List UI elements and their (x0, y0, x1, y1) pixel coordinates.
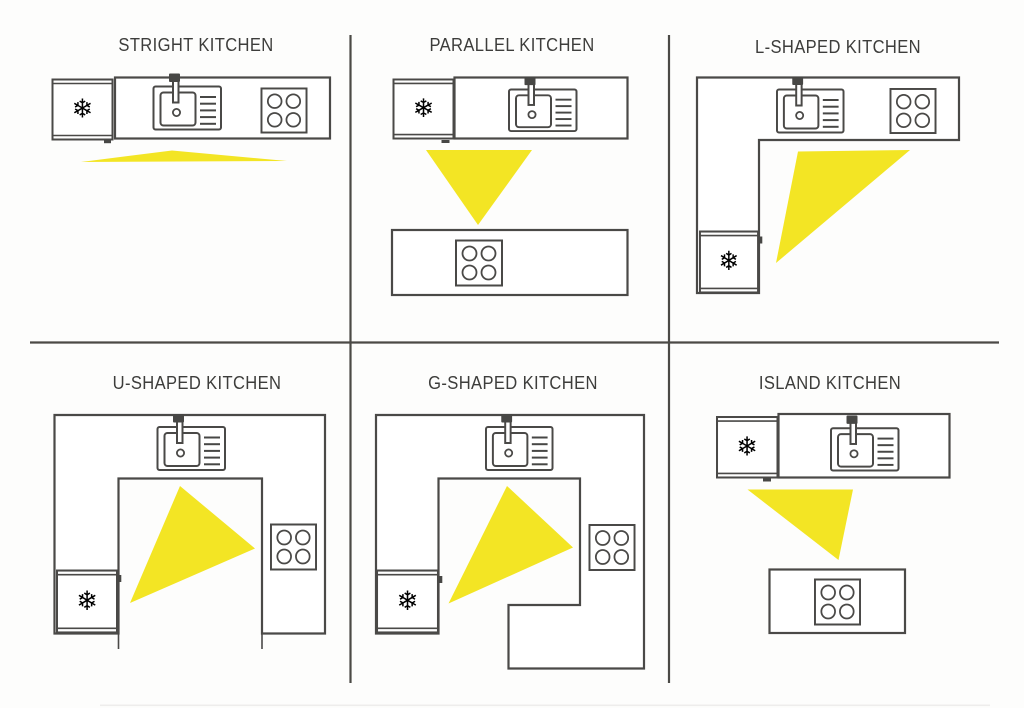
refrigerator-handle (758, 236, 763, 244)
refrigerator-handle (438, 576, 443, 583)
refrigerator (699, 230, 759, 294)
counter-bottom-run (390, 228, 629, 297)
panel-l-shaped-kitchen (695, 75, 961, 295)
refrigerator-handle (763, 478, 771, 482)
counter (53, 413, 327, 635)
refrigerator (376, 569, 439, 634)
refrigerator-handle (441, 140, 450, 143)
work-triangle (130, 486, 255, 603)
refrigerator (51, 78, 114, 141)
cooktop (260, 87, 308, 134)
cooktop (814, 578, 861, 626)
counter (374, 413, 646, 670)
cooktop (455, 239, 503, 287)
work-triangle (747, 489, 853, 560)
panel-g-shaped-kitchen (374, 413, 646, 670)
refrigerator (716, 416, 779, 479)
panel-u-shaped-kitchen (53, 413, 327, 649)
panel-title-parallel: PARALLEL KITCHEN (429, 35, 595, 55)
panel-title-island: ISLAND KITCHEN (758, 373, 902, 393)
cooktop (889, 88, 937, 134)
refrigerator-handle (117, 575, 122, 582)
panel-title-u-shaped: U-SHAPED KITCHEN (112, 373, 282, 393)
panel-straight-kitchen (51, 72, 332, 162)
panel-title-straight: STRIGHT KITCHEN (118, 35, 274, 55)
work-triangle (426, 150, 532, 225)
work-triangle (81, 150, 287, 162)
panel-title-l-shaped: L-SHAPED KITCHEN (754, 37, 922, 57)
refrigerator (392, 78, 455, 140)
panel-parallel-kitchen (390, 76, 629, 297)
scan-artifact-line (100, 704, 990, 707)
work-triangle (776, 150, 910, 263)
panel-island-kitchen (716, 412, 951, 635)
cooktop (588, 524, 636, 571)
cooktop (270, 523, 317, 571)
work-triangle (448, 486, 573, 604)
refrigerator (56, 569, 118, 634)
refrigerator-handle (104, 140, 111, 144)
panel-title-g-shaped: G-SHAPED KITCHEN (428, 373, 598, 393)
